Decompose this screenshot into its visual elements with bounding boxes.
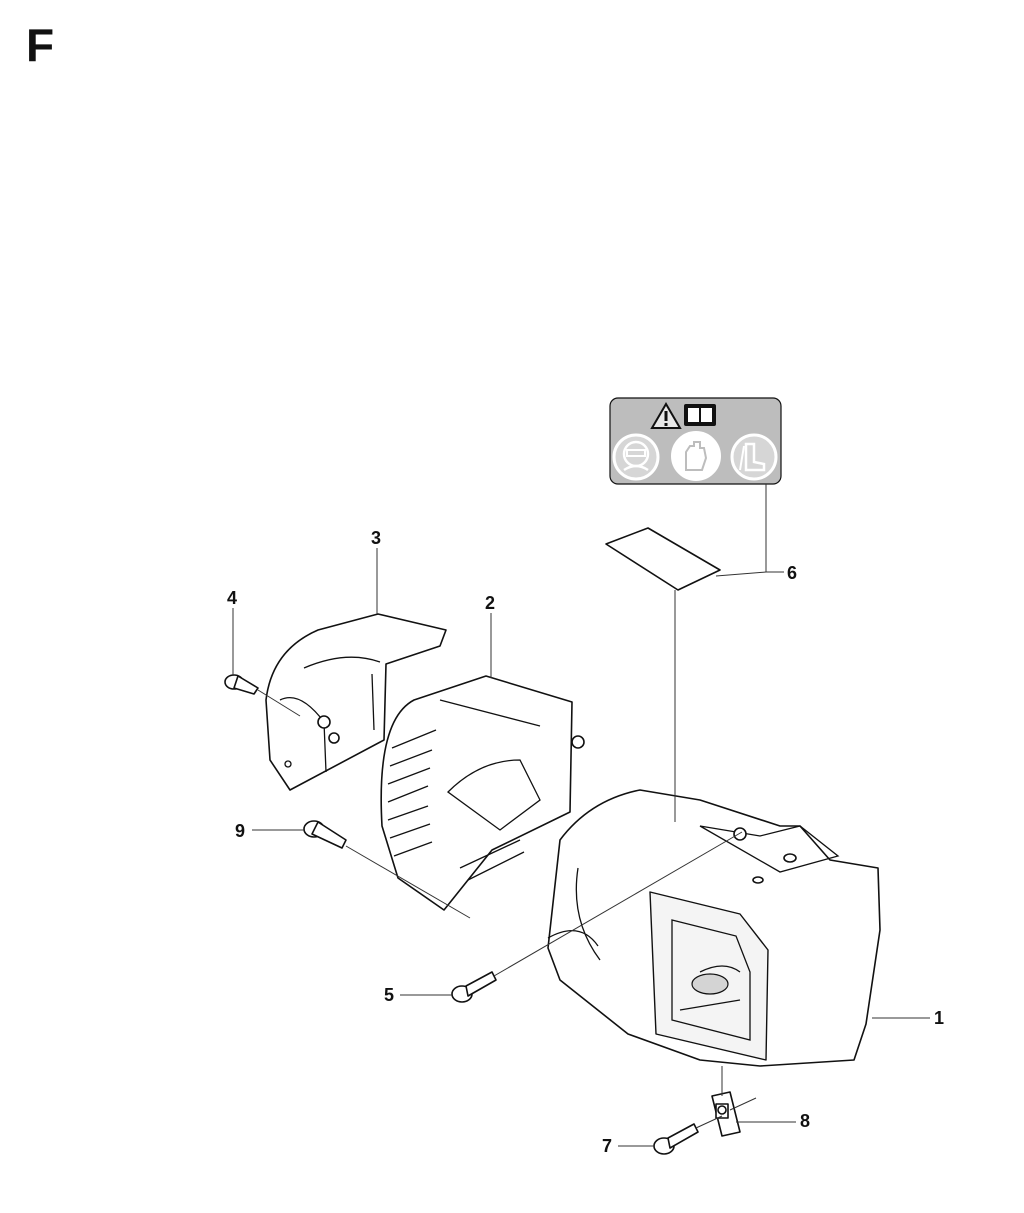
boots-icon <box>730 433 778 481</box>
callout-9: 9 <box>235 821 245 841</box>
callout-2: 2 <box>485 593 495 613</box>
leader-lines <box>232 484 930 1147</box>
decal-placement-outline <box>605 527 721 591</box>
manual-book-icon <box>684 404 716 426</box>
screw-9 <box>303 820 471 919</box>
engine-housing <box>547 789 881 1067</box>
face-protection-icon <box>612 433 660 481</box>
callout-5: 5 <box>384 985 394 1005</box>
clip-part <box>711 1066 757 1137</box>
cylinder-shroud <box>380 675 585 911</box>
gloves-icon <box>671 431 721 481</box>
screw-5 <box>451 831 743 1003</box>
callout-4: 4 <box>227 588 237 608</box>
callout-1: 1 <box>934 1008 944 1028</box>
cylinder-cover <box>265 613 447 791</box>
screw-4 <box>224 674 301 717</box>
callout-6: 6 <box>787 563 797 583</box>
warning-triangle-icon <box>650 402 682 429</box>
warning-decal <box>605 397 782 591</box>
section-letter: F <box>26 19 55 71</box>
callout-3: 3 <box>371 528 381 548</box>
callout-8: 8 <box>800 1111 810 1131</box>
callout-7: 7 <box>602 1136 612 1156</box>
screw-7 <box>653 1115 723 1155</box>
